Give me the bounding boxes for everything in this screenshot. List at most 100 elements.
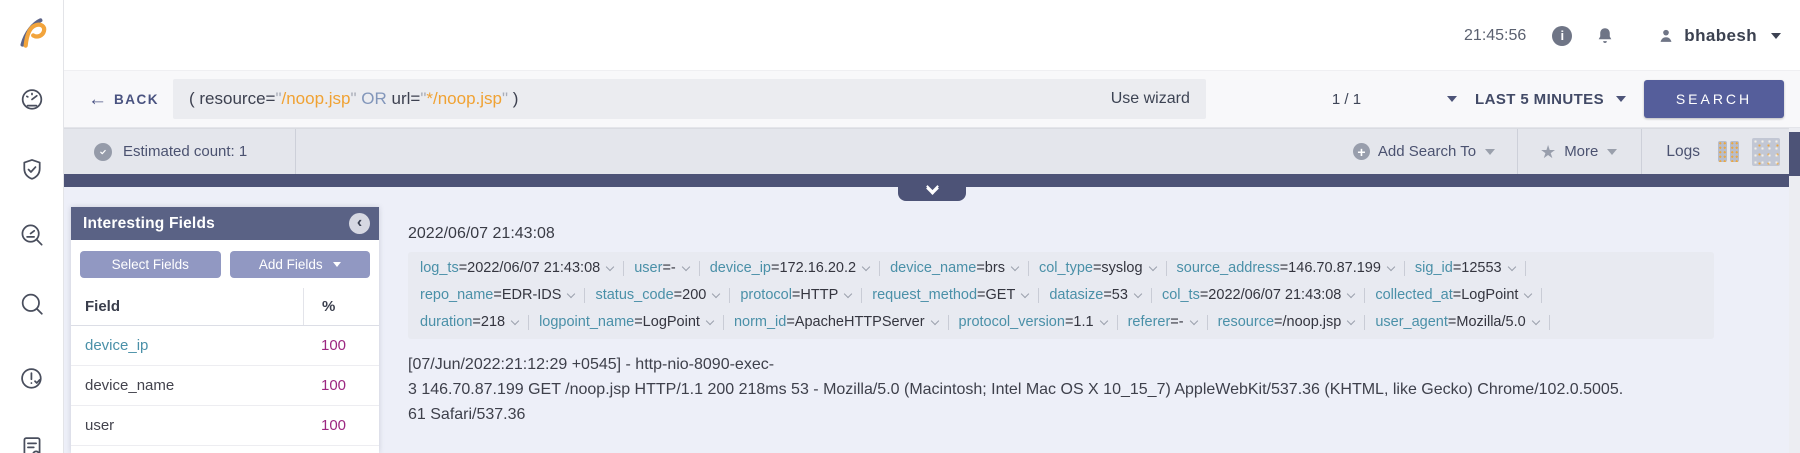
log-field-tag[interactable]: datasize=53: [1049, 287, 1143, 303]
tag-divider: [947, 314, 949, 330]
expand-chart-button[interactable]: [898, 174, 966, 201]
field-percent: 100: [321, 377, 347, 394]
chevron-down-icon[interactable]: [1447, 96, 1458, 102]
tag-value: =2022/06/07 21:43:08: [458, 260, 601, 276]
log-field-tag[interactable]: user_agent=Mozilla/5.0: [1375, 314, 1540, 330]
view-toggle-columns-icon[interactable]: [1714, 138, 1742, 166]
log-field-tag[interactable]: status_code=200: [595, 287, 721, 303]
log-field-tag[interactable]: resource=/noop.jsp: [1217, 314, 1356, 330]
tag-name: status_code: [595, 287, 674, 303]
panel-title: Interesting Fields: [83, 214, 215, 232]
result-pager[interactable]: 1 / 1: [1331, 90, 1362, 108]
log-field-tag[interactable]: source_address=146.70.87.199: [1177, 260, 1396, 276]
log-field-tag[interactable]: request_method=GET: [872, 287, 1030, 303]
tag-name: log_ts: [420, 260, 459, 276]
search-icon[interactable]: [18, 290, 46, 318]
tag-name: col_ts: [1161, 287, 1200, 303]
field-name[interactable]: user: [85, 417, 115, 434]
tag-name: repo_name: [420, 287, 494, 303]
chevron-down-icon: [705, 316, 715, 326]
time-range-dropdown[interactable]: LAST 5 MINUTES: [1475, 90, 1604, 108]
chevron-down-icon: [1010, 262, 1020, 272]
logpoint-logo-icon[interactable]: [13, 12, 51, 54]
tag-value: =syslog: [1092, 260, 1143, 276]
tag-value: =HTTP: [791, 287, 839, 303]
chevron-down-icon: [861, 262, 871, 272]
tag-value: =1.1: [1064, 314, 1094, 330]
tag-value: =172.16.20.2: [771, 260, 857, 276]
chevron-down-icon: [1148, 262, 1157, 272]
query-input[interactable]: ( resource="/noop.jsp" OR url="*/noop.js…: [173, 79, 1206, 119]
log-field-tag[interactable]: duration=218: [420, 314, 520, 330]
vertical-scrollbar[interactable]: [1789, 128, 1800, 453]
query-token-operator: OR: [356, 89, 392, 108]
tag-name: resource: [1217, 314, 1275, 330]
log-field-tag[interactable]: sig_id=12553: [1415, 260, 1516, 276]
chevron-down-icon: [681, 262, 690, 272]
chevron-down-icon: [712, 289, 721, 299]
tag-value: =53: [1103, 287, 1128, 303]
query-token-quote: ": [350, 89, 357, 108]
chevron-left-icon[interactable]: ‹: [349, 213, 370, 234]
info-icon[interactable]: i: [1552, 25, 1573, 46]
chevron-down-icon: [1507, 262, 1516, 272]
log-field-tags: log_ts=2022/06/07 21:43:08 user=- device_i…: [408, 252, 1714, 339]
log-field-tag[interactable]: log_ts=2022/06/07 21:43:08: [420, 260, 615, 276]
select-fields-button[interactable]: Select Fields: [80, 251, 221, 278]
gauge-icon[interactable]: [18, 86, 46, 114]
tag-divider: [1364, 314, 1366, 330]
add-fields-button[interactable]: Add Fields: [229, 251, 370, 278]
tag-name: norm_id: [733, 314, 787, 330]
search-bar: ← BACK ( resource="/noop.jsp" OR url="*/…: [64, 71, 1800, 128]
tag-name: collected_at: [1375, 287, 1453, 303]
log-field-tag[interactable]: referer=-: [1128, 314, 1198, 330]
fields-table-header: Field %: [71, 288, 379, 326]
divider: [1641, 128, 1643, 175]
log-field-tag[interactable]: device_ip=172.16.20.2: [710, 260, 871, 276]
tag-divider: [729, 287, 731, 303]
add-search-to-button[interactable]: + Add Search To: [1352, 143, 1496, 160]
user-menu[interactable]: bhabesh: [1656, 26, 1781, 46]
back-button[interactable]: ← BACK: [88, 88, 159, 110]
shield-check-icon[interactable]: [18, 156, 46, 184]
log-field-tag[interactable]: collected_at=LogPoint: [1375, 287, 1533, 303]
log-field-tag[interactable]: protocol_version=1.1: [959, 314, 1108, 330]
divider: [1517, 128, 1519, 175]
log-field-tag[interactable]: norm_id=ApacheHTTPServer: [733, 314, 939, 330]
log-field-tag[interactable]: device_name=brs: [890, 260, 1020, 276]
log-field-tag[interactable]: protocol=HTTP: [740, 287, 853, 303]
raw-log-line: 61 Safari/537.36: [408, 406, 526, 423]
chevron-down-icon: [1531, 316, 1540, 326]
field-name[interactable]: device_ip: [85, 337, 149, 354]
log-field-tag[interactable]: repo_name=EDR-IDS: [420, 287, 576, 303]
report-icon[interactable]: [18, 434, 46, 453]
field-name[interactable]: device_name: [85, 377, 175, 394]
chevron-down-icon: [1386, 262, 1396, 272]
log-field-tag[interactable]: col_type=syslog: [1039, 260, 1157, 276]
use-wizard-link[interactable]: Use wizard: [1110, 90, 1190, 107]
tag-divider: [1548, 314, 1550, 330]
tag-divider: [1541, 287, 1543, 303]
chevron-down-icon[interactable]: [1616, 96, 1626, 102]
tag-value: =GET: [977, 287, 1016, 303]
tag-value: =-: [662, 260, 676, 276]
search-button[interactable]: SEARCH: [1644, 80, 1784, 118]
field-percent: 100: [321, 337, 347, 354]
log-field-tag[interactable]: col_ts=2022/06/07 21:43:08: [1161, 287, 1356, 303]
view-toggle-grid-icon[interactable]: [1752, 137, 1780, 166]
chevron-down-icon: [1607, 148, 1618, 155]
bell-icon[interactable]: [1594, 25, 1616, 47]
scrollbar-thumb[interactable]: [1789, 132, 1800, 176]
chevron-down-icon: [1133, 289, 1143, 299]
chevron-down-icon: [605, 262, 615, 272]
more-button[interactable]: ★ More: [1540, 143, 1618, 161]
query-token-plain: url=: [391, 89, 421, 108]
tag-value: =218: [472, 314, 506, 330]
clock-alert-icon[interactable]: [18, 365, 46, 393]
tag-name: request_method: [872, 287, 978, 303]
magnifier-gauge-icon[interactable]: [18, 221, 46, 249]
log-field-tag[interactable]: logpoint_name=LogPoint: [539, 314, 715, 330]
log-field-tag[interactable]: user=-: [634, 260, 690, 276]
